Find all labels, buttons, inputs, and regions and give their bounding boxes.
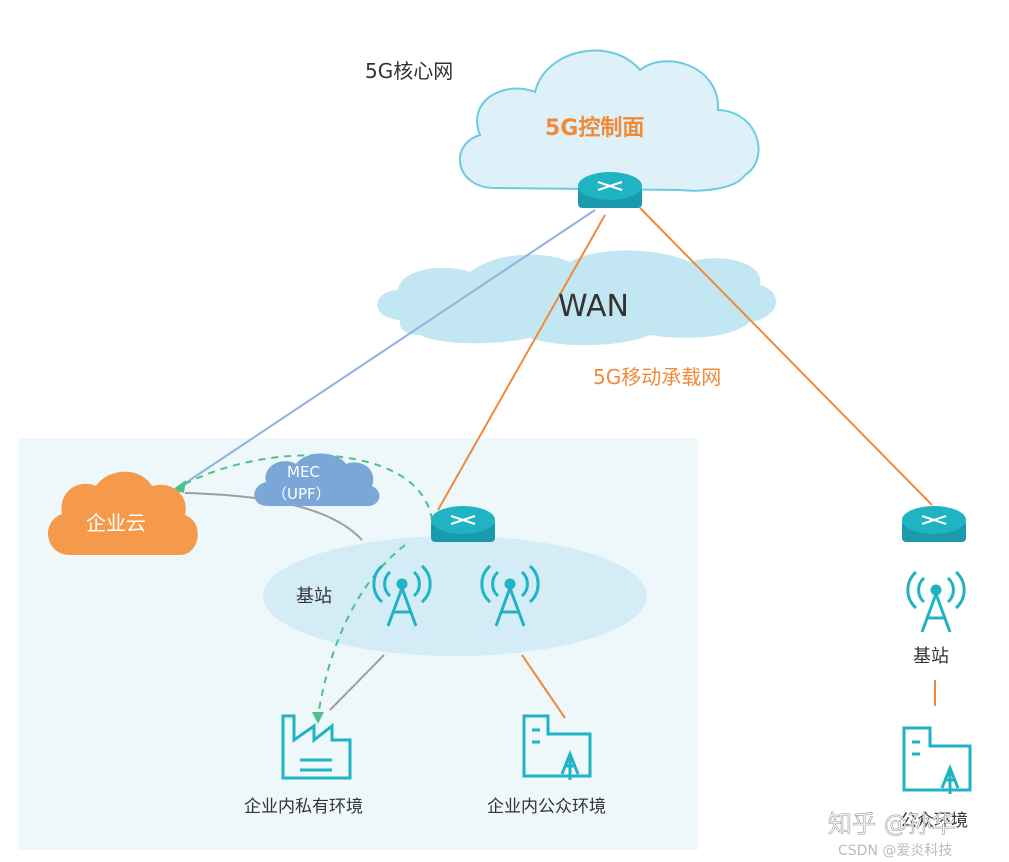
antenna-icon-3 [906,570,966,633]
public-env-inside-label: 企业内公众环境 [487,797,606,817]
base-station-area [263,536,647,656]
antenna-icon-1 [372,564,432,627]
enterprise-cloud-label: 企业云 [86,511,146,535]
link-core-left-router [437,214,606,511]
wan-cloud [377,250,777,346]
dashed-arrow-head-down [312,712,324,724]
private-env-label: 企业内私有环境 [244,797,363,817]
base-station-label-left: 基站 [296,586,332,607]
factory-icon [281,714,352,780]
link-core-enterprise-cloud [174,209,596,491]
link-core-right-router [639,207,933,506]
mec-label-line2: （UPF） [272,485,331,503]
core-router-icon [578,172,642,208]
public-router-icon [902,506,966,542]
public-env-outside-label: 公众环境 [900,811,968,831]
link-base-public-env [521,654,566,719]
bearer-network-label: 5G移动承载网 [593,365,721,389]
mec-dashed-path [177,454,433,521]
core-network-label: 5G核心网 [365,59,453,83]
antenna-icon-2 [480,564,540,627]
zhihu-watermark: 知乎 @孙华 [828,810,956,838]
csdn-watermark: CSDN @爱炎科技 [838,843,952,859]
building-icon-outside [902,726,972,794]
base-station-label-right: 基站 [913,646,949,667]
link-base-private-env [329,654,385,711]
control-plane-label: 5G控制面 [545,115,644,141]
mec-label-line1: MEC [287,463,320,481]
core-cloud [458,49,760,192]
mec-cloud [254,453,380,507]
enterprise-cloud [48,471,198,555]
building-icon-inside [522,714,592,780]
enterprise-router-icon [431,506,495,542]
wan-label: WAN [558,289,629,324]
